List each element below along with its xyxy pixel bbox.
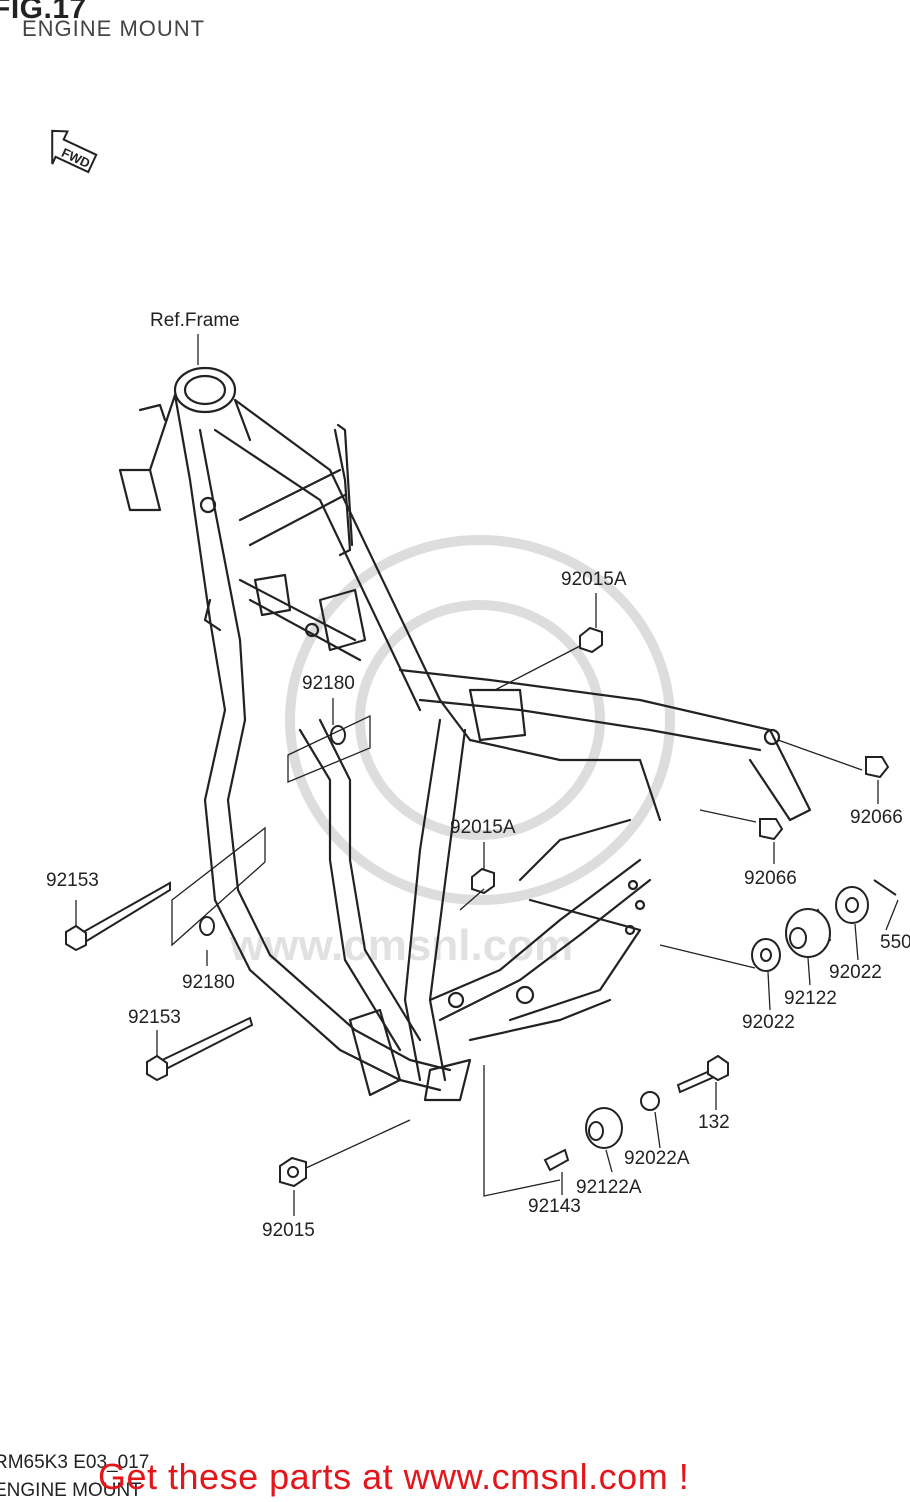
footer-code: RM65K3 E03_017 bbox=[0, 1452, 150, 1473]
callout-92180-lower: 92180 bbox=[182, 972, 235, 993]
callout-550: 550 bbox=[880, 932, 910, 953]
parts-drawing bbox=[65, 626, 897, 1188]
callout-92015: 92015 bbox=[262, 1220, 315, 1241]
promo-link[interactable]: Get these parts at www.cmsnl.com ! bbox=[98, 1456, 690, 1497]
callout-92015A-upper: 92015A bbox=[561, 569, 627, 590]
leader-lines bbox=[75, 334, 899, 1216]
callout-92143: 92143 bbox=[528, 1196, 581, 1217]
footer-name: ENGINE MOUNT bbox=[0, 1480, 142, 1501]
callout-92066-mid: 92066 bbox=[744, 868, 797, 889]
callout-132: 132 bbox=[698, 1112, 730, 1133]
watermark-text: www.cmsnl.com bbox=[229, 921, 573, 970]
callout-92022A: 92022A bbox=[624, 1148, 690, 1169]
frame-drawing bbox=[118, 366, 812, 1102]
callout-92022-right: 92022 bbox=[829, 962, 882, 983]
callout-92122A: 92122A bbox=[576, 1177, 642, 1198]
callout-92015A-lower: 92015A bbox=[450, 817, 516, 838]
fwd-arrow-icon: FWD bbox=[51, 129, 98, 174]
callout-92153-upper: 92153 bbox=[46, 870, 99, 891]
watermark-logo bbox=[285, 535, 675, 905]
callout-92122: 92122 bbox=[784, 988, 837, 1009]
callout-92153-lower: 92153 bbox=[128, 1007, 181, 1028]
ref-frame-label: Ref.Frame bbox=[150, 310, 240, 331]
callout-92180-upper: 92180 bbox=[302, 673, 355, 694]
callout-92022-left: 92022 bbox=[742, 1012, 795, 1033]
figure-title: FIG.17 bbox=[0, 0, 87, 25]
callout-92066-right: 92066 bbox=[850, 807, 903, 828]
figure-subtitle: ENGINE MOUNT bbox=[22, 16, 206, 41]
